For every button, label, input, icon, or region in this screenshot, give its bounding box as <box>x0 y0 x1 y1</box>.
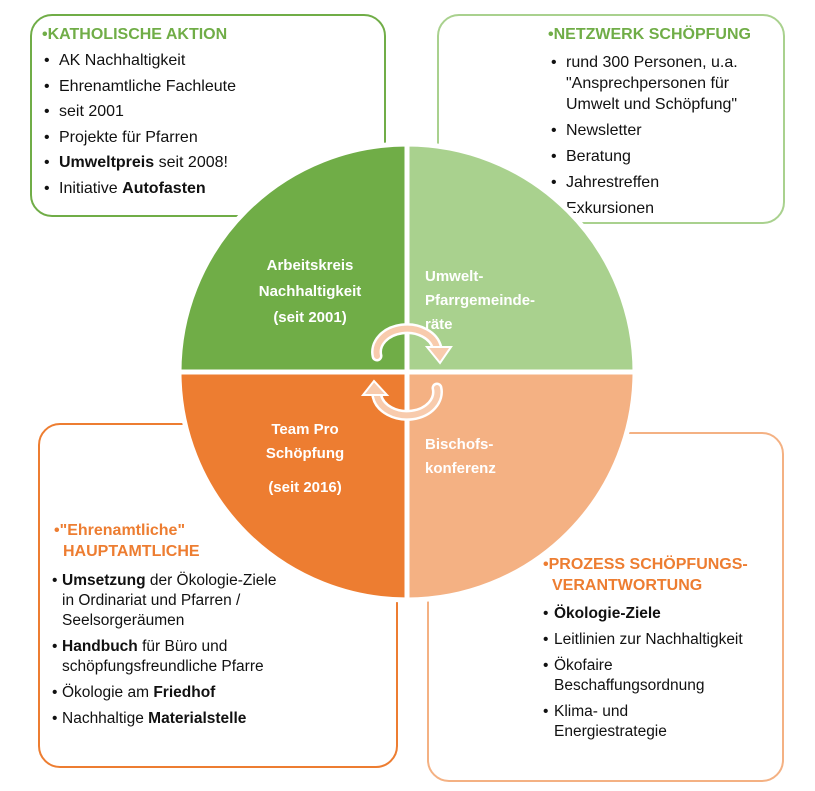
list-item: Nachhaltige Materialstelle <box>52 709 282 729</box>
list-item: seit 2001 <box>44 101 374 122</box>
list-item: Ökofaire Beschaffungsordnung <box>543 656 743 696</box>
list-item: Ökologie-Ziele <box>543 604 743 624</box>
list-item: Handbuch für Büro und schöpfungsfreundli… <box>52 637 282 677</box>
katholische-aktion-header: •KATHOLISCHE AKTION <box>42 26 228 43</box>
list-item: Jahrestreffen <box>551 172 766 193</box>
list-item: Klima- und Energiestrategie <box>543 702 743 742</box>
list-item: AK Nachhaltigkeit <box>44 50 374 71</box>
list-item: Projekte für Pfarren <box>44 127 374 148</box>
list-item: Umweltpreis seit 2008! <box>44 152 374 173</box>
quadrant-top-right <box>404 141 638 375</box>
quadrant-bottom-left <box>176 369 410 603</box>
list-item: rund 300 Personen, u.a. "Ansprechpersone… <box>551 52 766 115</box>
quadrant-label-umwelt-pfarrgemeinderaete: Umwelt- Pfarrgemeinde- räte <box>425 268 536 333</box>
prozess-header: •PROZESS SCHÖPFUNGS-VERANTWORTUNG <box>543 556 748 594</box>
list-item: Beratung <box>551 146 766 167</box>
quadrant-label-arbeitskreis: Arbeitskreis Nachhaltigkeit (seit 2001) <box>258 257 362 326</box>
netzwerk-schoepfung-header: •NETZWERK SCHÖPFUNG <box>548 26 751 43</box>
quadrant-top-left <box>176 141 410 375</box>
hauptamtliche-list: Umsetzung der Ökologie-Ziele in Ordinari… <box>52 571 282 735</box>
hauptamtliche-header: •"Ehrenamtliche"HAUPTAMTLICHE <box>54 522 200 560</box>
list-item: Initiative Autofasten <box>44 178 374 199</box>
netzwerk-schoepfung-box: •NETZWERK SCHÖPFUNG rund 300 Personen, u… <box>437 14 785 224</box>
quadrant-bottom-right <box>404 369 638 603</box>
netzwerk-schoepfung-list: rund 300 Personen, u.a. "Ansprechpersone… <box>551 52 766 224</box>
list-item: Newsletter <box>551 120 766 141</box>
quadrant-label-bischofskonferenz: Bischofs- konferenz <box>425 436 496 477</box>
katholische-aktion-box: •KATHOLISCHE AKTION AK Nachhaltigkeit Eh… <box>30 14 386 217</box>
cycle-arrows-icon <box>360 323 453 421</box>
quadrant-label-team-pro-schoepfung: Team Pro Schöpfung (seit 2016) <box>265 421 345 496</box>
list-item: Ehrenamtliche Fachleute <box>44 76 374 97</box>
list-item: Leitlinien zur Nachhaltigkeit <box>543 630 743 650</box>
katholische-aktion-list: AK Nachhaltigkeit Ehrenamtliche Fachleut… <box>44 50 374 203</box>
list-item: Umsetzung der Ökologie-Ziele in Ordinari… <box>52 571 282 631</box>
prozess-list: Ökologie-Ziele Leitlinien zur Nachhaltig… <box>543 604 743 748</box>
list-item: Ökologie am Friedhof <box>52 683 282 703</box>
